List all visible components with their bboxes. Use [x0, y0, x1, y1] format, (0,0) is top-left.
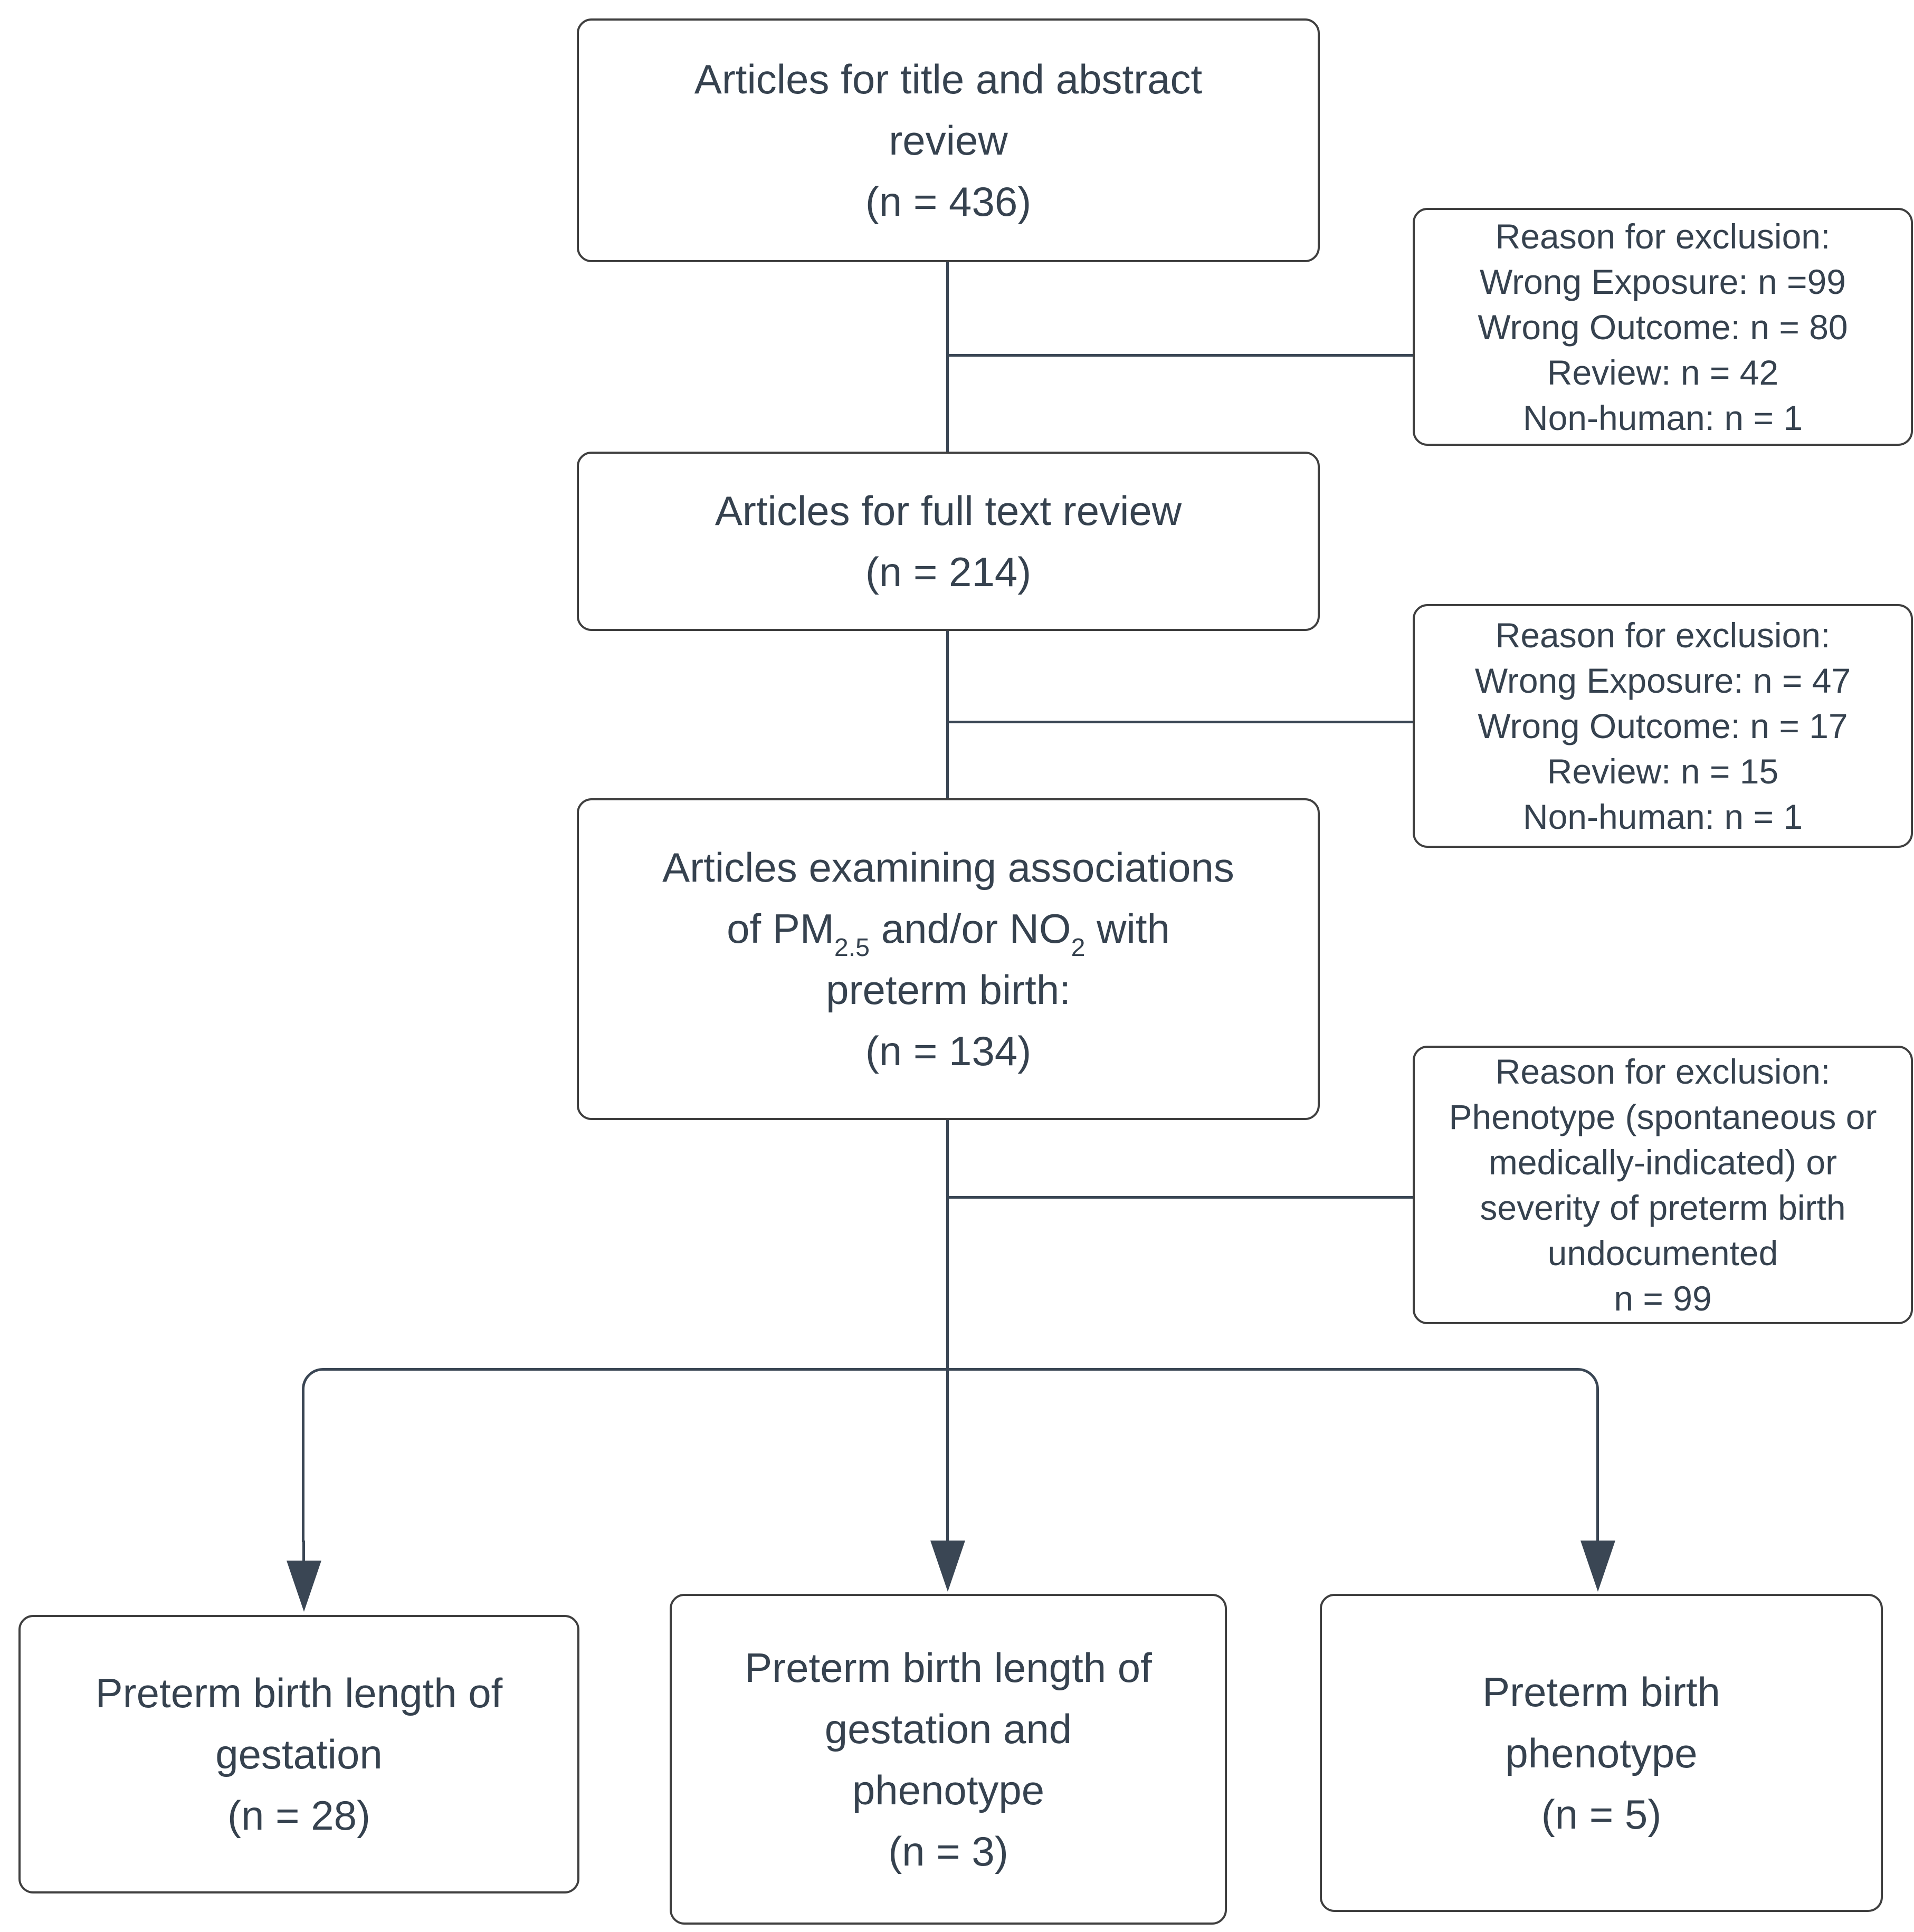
- box-exclusion-reasons-3: Reason for exclusion: Phenotype (spontan…: [1413, 1046, 1913, 1324]
- box-text-line: Preterm birth length of: [745, 1644, 1152, 1691]
- box-text-line: (n = 134): [865, 1028, 1032, 1074]
- box-text-line: preterm birth:: [826, 967, 1071, 1013]
- connector-to-exclusion-1: [947, 354, 1413, 357]
- box-text-line: Non-human: n = 1: [1522, 797, 1803, 836]
- box-text-line: Wrong Exposure: n =99: [1479, 262, 1846, 301]
- box-text-line: Articles examining associations: [662, 844, 1234, 891]
- connector-to-exclusion-2: [947, 721, 1413, 723]
- no2-prefix: and/or NO: [870, 905, 1071, 952]
- box-text-line: Articles for full text review: [715, 487, 1182, 534]
- box-text-line: (n = 3): [888, 1828, 1008, 1874]
- no2-subscript: 2: [1071, 933, 1085, 962]
- connector-to-exclusion-3: [947, 1196, 1413, 1199]
- box-text-line: Review: n = 42: [1547, 352, 1779, 392]
- box-text-line: phenotype: [852, 1766, 1045, 1813]
- box-text-line: (n = 214): [865, 549, 1032, 595]
- pm-prefix: of PM: [727, 905, 834, 952]
- box-text-line: Phenotype (spontaneous or: [1449, 1097, 1877, 1136]
- box-text-line: Reason for exclusion:: [1495, 1052, 1831, 1091]
- branch-left-drop: [302, 1541, 305, 1564]
- box-text-line: (n = 28): [227, 1792, 370, 1839]
- box-text-line: gestation and: [824, 1705, 1072, 1752]
- connector-box2-to-box3: [946, 631, 949, 798]
- box-text-line: undocumented: [1547, 1233, 1778, 1273]
- box-text-line: (n = 5): [1541, 1791, 1662, 1838]
- arrow-down-left-icon: [287, 1561, 321, 1612]
- pm25-subscript: 2.5: [834, 933, 870, 962]
- line-suffix: with: [1085, 905, 1170, 952]
- arrow-down-middle-icon: [930, 1541, 965, 1592]
- box-text-line: Reason for exclusion:: [1495, 216, 1831, 256]
- box-text-line: Reason for exclusion:: [1495, 616, 1831, 655]
- arrow-down-right-icon: [1580, 1541, 1615, 1592]
- box-text-line: Non-human: n = 1: [1522, 398, 1803, 437]
- box-text-line: phenotype: [1505, 1729, 1698, 1776]
- box-text-line-subscripts: of PM2.5 and/or NO2 with: [727, 898, 1170, 962]
- box-outcome-length-of-gestation: Preterm birth length of gestation (n = 2…: [18, 1615, 579, 1893]
- box-exclusion-reasons-2: Reason for exclusion: Wrong Exposure: n …: [1413, 604, 1913, 848]
- box-text-line: gestation: [215, 1731, 383, 1777]
- connector-box3-to-branch: [946, 1120, 949, 1541]
- box-text-line: severity of preterm birth: [1480, 1188, 1846, 1227]
- box-text-line: Review: n = 15: [1547, 752, 1779, 791]
- box-outcome-gestation-and-phenotype: Preterm birth length of gestation and ph…: [670, 1594, 1227, 1925]
- box-text-line: n = 99: [1614, 1279, 1712, 1318]
- box-text-line: Wrong Exposure: n = 47: [1474, 661, 1851, 700]
- box-text-line: Wrong Outcome: n = 17: [1478, 706, 1848, 745]
- box-text-line: (n = 436): [865, 178, 1032, 225]
- box-text-line: Preterm birth length of: [95, 1670, 503, 1716]
- connector-box1-to-box2: [946, 262, 949, 452]
- box-exclusion-reasons-1: Reason for exclusion: Wrong Exposure: n …: [1413, 208, 1913, 446]
- box-text-line: medically-indicated) or: [1488, 1143, 1837, 1182]
- box-text-line: Preterm birth: [1482, 1668, 1720, 1715]
- box-full-text-review: Articles for full text review (n = 214): [577, 452, 1320, 631]
- box-outcome-phenotype: Preterm birth phenotype (n = 5): [1320, 1594, 1883, 1912]
- box-text-line: review: [889, 117, 1008, 164]
- branch-bracket: [302, 1368, 1599, 1542]
- box-text-line: Articles for title and abstract: [694, 56, 1203, 102]
- box-title-abstract-review: Articles for title and abstract review (…: [577, 18, 1320, 262]
- box-pm-no2-associations: Articles examining associations of PM2.5…: [577, 798, 1320, 1120]
- box-text-line: Wrong Outcome: n = 80: [1478, 307, 1848, 347]
